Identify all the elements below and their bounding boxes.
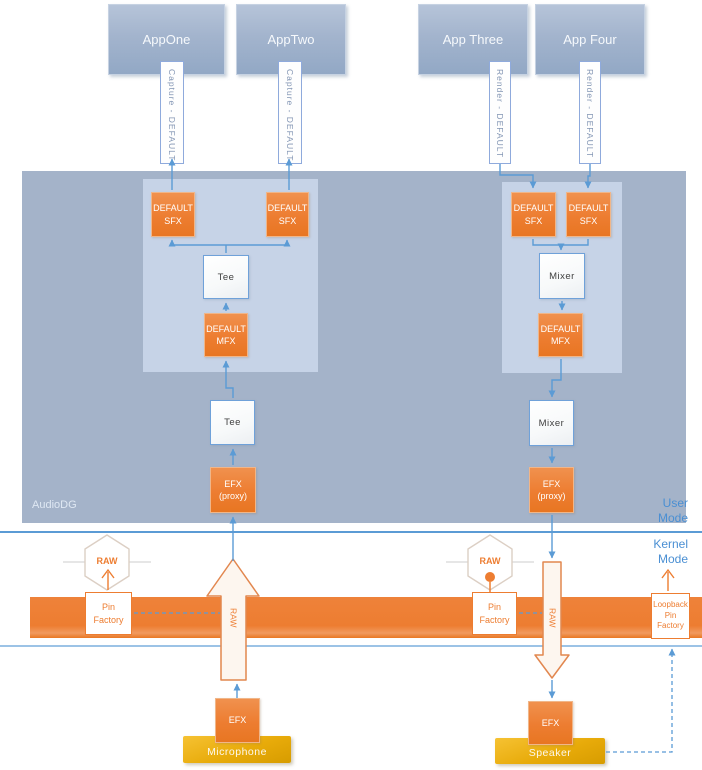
user-mode-label: User Mode: [657, 496, 688, 525]
microphone-label: Microphone: [207, 746, 267, 758]
capture-efx-proxy-box: EFX (proxy): [210, 467, 256, 513]
render-pin-factory-box: Pin Factory: [472, 592, 517, 635]
capture-raw-stream-label: RAW: [228, 607, 239, 628]
render-raw-pin-dot: [485, 572, 495, 582]
capture-stream-pipe-one: Capture - DEFAULT: [160, 61, 184, 164]
capture-stream-pipe-two: Capture - DEFAULT: [278, 61, 302, 164]
capture-sfx-right-box: DEFAULT SFX: [266, 192, 309, 237]
app-three-box: App Three: [418, 4, 528, 75]
speaker-endpoint-bar: Speaker: [495, 738, 605, 764]
app-one-label: AppOne: [142, 32, 191, 47]
loopback-pin-factory-box: Loopback Pin Factory: [651, 593, 690, 639]
speaker-efx-box: EFX: [528, 701, 573, 745]
kernel-bus-baseline: [0, 645, 702, 647]
render-mixer-lower-box: Mixer: [529, 400, 574, 446]
capture-tee-lower-box: Tee: [210, 400, 255, 445]
render-stream-pipe-two: Render - DEFAULT: [579, 61, 601, 164]
speaker-loopback-dashed-arrow: [606, 648, 676, 753]
speaker-label: Speaker: [528, 747, 572, 759]
render-mixer-upper-box: Mixer: [539, 253, 585, 299]
capture-mfx-box: DEFAULT MFX: [204, 313, 248, 357]
capture-raw-pin-label: RAW: [96, 556, 118, 566]
render-efx-proxy-box: EFX (proxy): [529, 467, 574, 513]
render-raw-pin-label: RAW: [479, 556, 501, 566]
capture-sfx-left-box: DEFAULT SFX: [151, 192, 195, 237]
render-raw-stream-label: RAW: [547, 607, 558, 628]
microphone-efx-box: EFX: [215, 698, 260, 743]
user-kernel-divider: [0, 531, 702, 533]
render-sfx-left-box: DEFAULT SFX: [511, 192, 556, 237]
capture-tee-upper-box: Tee: [203, 255, 249, 299]
render-stream-pipe-one: Render - DEFAULT: [489, 61, 511, 164]
capture-stream-one-label: Capture - DEFAULT: [167, 69, 177, 162]
app-three-label: App Three: [442, 32, 504, 47]
capture-stream-two-label: Capture - DEFAULT: [285, 69, 295, 162]
app-four-label: App Four: [563, 32, 617, 47]
render-stream-two-label: Render - DEFAULT: [585, 69, 595, 159]
audiodg-label: AudioDG: [32, 499, 77, 511]
app-one-box: AppOne: [108, 4, 225, 75]
kernel-mode-label: Kernel Mode: [653, 537, 688, 566]
capture-pin-factory-box: Pin Factory: [85, 592, 132, 635]
render-mfx-box: DEFAULT MFX: [538, 313, 583, 357]
render-sfx-right-box: DEFAULT SFX: [566, 192, 611, 237]
pin-factory-orange-arrows: [101, 568, 675, 591]
kernel-streaming-bus: [30, 597, 702, 638]
render-stream-one-label: Render - DEFAULT: [495, 69, 505, 159]
app-two-label: AppTwo: [267, 32, 315, 47]
